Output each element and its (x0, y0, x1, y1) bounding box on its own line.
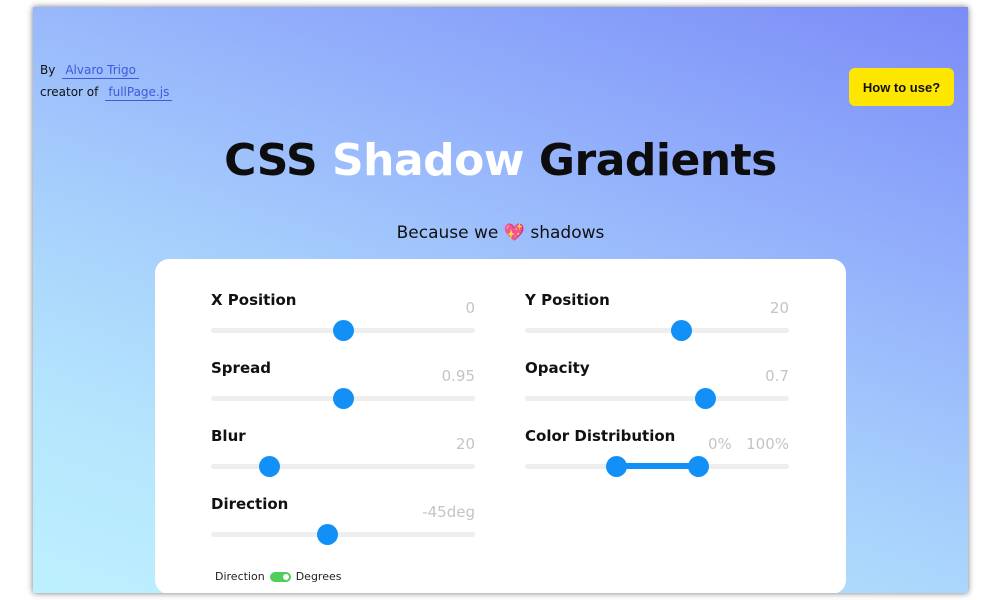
browser-window: By Alvaro Trigo creator of fullPage.js H… (33, 7, 968, 593)
blur-track[interactable] (211, 464, 475, 469)
y-position-value: 20 (769, 299, 789, 317)
y-position-slider-thumb[interactable] (670, 320, 692, 341)
title-part-css: CSS (224, 135, 318, 186)
opacity-value: 0.7 (765, 367, 789, 385)
spread-slider-thumb[interactable] (333, 388, 354, 409)
spread-control: Spread 0.95 (211, 359, 475, 419)
by-label: By (40, 63, 56, 77)
color-distribution-end-value: 100% (746, 435, 789, 453)
subtitle: Because we 💖 shadows (396, 223, 605, 243)
project-row: creator of fullPage.js (40, 81, 173, 103)
color-distribution-value: 0% 100% (708, 435, 789, 453)
blur-label: Blur (211, 427, 246, 445)
color-distribution-range-fill (616, 463, 698, 469)
x-position-slider-thumb[interactable] (333, 320, 354, 341)
y-position-control: Y Position 20 (525, 291, 789, 351)
page-title: CSS Shadow Gradients (33, 135, 968, 186)
creator-label: creator of (40, 85, 99, 99)
controls-panel: X Position 0 Y Position 20 Spread 0.95 O… (155, 259, 846, 593)
direction-control: Direction -45deg (211, 495, 475, 555)
blur-control: Blur 20 (211, 427, 475, 487)
x-position-value: 0 (465, 299, 475, 317)
opacity-control: Opacity 0.7 (525, 359, 789, 419)
project-link[interactable]: fullPage.js (105, 84, 173, 101)
color-distribution-end-thumb[interactable] (687, 456, 709, 477)
title-highlight-shadow: Shadow (331, 135, 525, 186)
toggle-right-label: Degrees (295, 570, 342, 583)
direction-degrees-toggle[interactable] (269, 571, 291, 582)
blur-slider-thumb[interactable] (259, 456, 281, 477)
direction-value: -45deg (422, 503, 475, 521)
x-position-label: X Position (211, 291, 297, 309)
author-row: By Alvaro Trigo (40, 59, 172, 81)
opacity-slider-thumb[interactable] (694, 388, 716, 409)
direction-mode-toggle-row: Direction Degrees (215, 570, 341, 583)
sparkling-heart-icon: 💖 (503, 223, 525, 243)
x-position-control: X Position 0 (211, 291, 475, 351)
spread-value: 0.95 (441, 367, 475, 385)
blur-value: 20 (455, 435, 475, 453)
credits: By Alvaro Trigo creator of fullPage.js (40, 59, 173, 103)
how-to-use-button[interactable]: How to use? (849, 68, 954, 106)
color-distribution-label: Color Distribution (525, 427, 676, 445)
opacity-track[interactable] (525, 396, 789, 401)
y-position-label: Y Position (525, 291, 610, 309)
color-distribution-start-value: 0% (708, 435, 732, 453)
direction-slider-thumb[interactable] (317, 524, 339, 545)
color-distribution-start-thumb[interactable] (606, 456, 628, 477)
color-distribution-control: Color Distribution 0% 100% (525, 427, 789, 487)
author-link[interactable]: Alvaro Trigo (62, 62, 139, 79)
opacity-label: Opacity (525, 359, 590, 377)
toggle-left-label: Direction (215, 570, 265, 583)
direction-track[interactable] (211, 532, 475, 537)
spread-label: Spread (211, 359, 271, 377)
title-part-gradients: Gradients (538, 135, 777, 186)
y-position-track[interactable] (525, 328, 789, 333)
direction-label: Direction (211, 495, 289, 513)
